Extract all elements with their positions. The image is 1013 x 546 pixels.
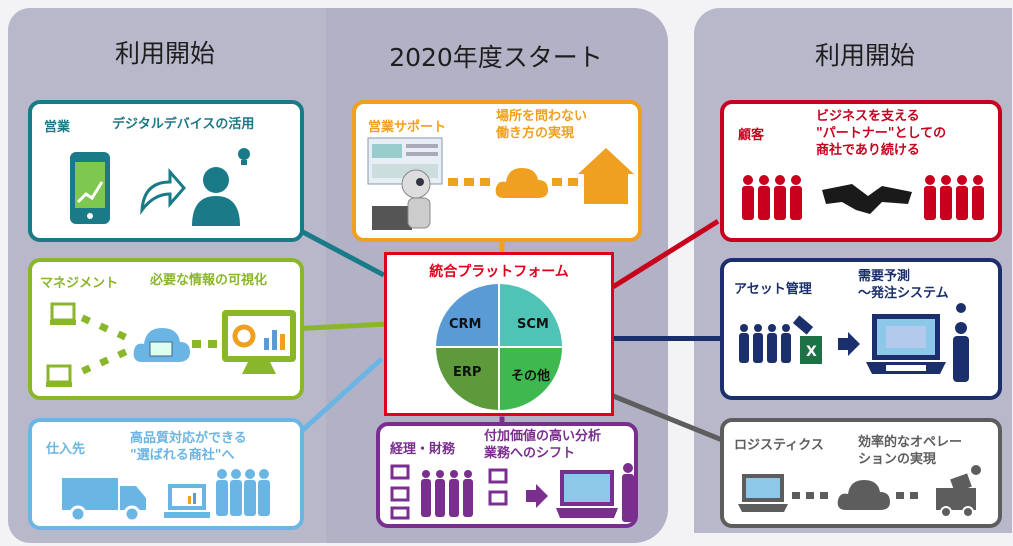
dotted-line-2 (552, 178, 578, 186)
card-asset-desc: 需要予測 〜発注システム (858, 269, 949, 301)
card-management-tag: マネジメント (40, 276, 119, 291)
card-customer-tag: 顧客 (738, 128, 765, 143)
laptop-icon-gray (738, 474, 788, 512)
quadrant-erp (436, 347, 499, 410)
card-asset-tag: アセット管理 (734, 282, 812, 297)
people-group-icon-2 (924, 175, 984, 220)
people-group-icon (742, 175, 802, 220)
people-group-icon-3 (216, 469, 270, 516)
card-management-desc: 必要な情報の可視化 (150, 273, 268, 288)
cloud-icon (495, 168, 548, 198)
quadrant-label-erp: ERP (453, 365, 482, 380)
quadrant-label-other: その他 (511, 369, 551, 384)
integrated-platform-box: 統合プラットフォーム CRM SCM ERP その他 (384, 252, 614, 416)
card-support-desc: 場所を問わない 働き方の実現 (496, 109, 588, 141)
card-sales-desc: デジタルデバイスの活用 (112, 117, 255, 132)
monitor-dashboard-icon (222, 310, 296, 374)
card-customer: 顧客 ビジネスを支える "パートナー"としての 商社であり続ける (720, 100, 1002, 242)
card-logistics-desc: 効率的なオペレー ションの実現 (858, 435, 963, 467)
quadrant-label-crm: CRM (449, 317, 482, 332)
quadrant-scm (499, 284, 562, 347)
right-header: 利用開始 (814, 41, 915, 70)
card-supplier-desc: 高品質対応ができる "選ばれる商社"へ (130, 431, 247, 463)
platform-pie (436, 284, 562, 410)
arrow-right-icon (526, 484, 548, 508)
arrow-right-icon (838, 332, 860, 356)
delivery-cart-icon (936, 465, 981, 518)
card-sales-support: 営業サポート 場所を問わない 働き方の実現 (352, 100, 642, 242)
connector-asset (612, 336, 722, 341)
dotted-line (448, 178, 490, 186)
quadrant-crm (436, 284, 499, 347)
card-customer-desc: ビジネスを支える "パートナー"としての 商社であり続ける (816, 109, 947, 158)
laptop-chart-icon (164, 484, 210, 518)
cloud-icon-gray (837, 480, 890, 510)
quadrant-label-scm: SCM (517, 317, 549, 332)
robot-laptop-icon (372, 169, 431, 230)
person-icon (622, 463, 634, 522)
handshake-icon (822, 184, 912, 214)
svg-text:X: X (806, 344, 817, 360)
card-sales-tag: 営業 (44, 120, 71, 135)
cloud-icon (133, 328, 190, 362)
people-excel-icon: X (739, 315, 822, 364)
laptops-people-icon (390, 464, 508, 520)
quadrant-other (499, 347, 562, 410)
card-sales: 営業 デジタルデバイスの活用 (28, 100, 304, 242)
dotted-line-gray-2 (896, 492, 918, 499)
card-logistics-tag: ロジスティクス (734, 438, 824, 453)
smartphone-icon (70, 152, 110, 224)
card-supplier-tag: 仕入先 (46, 442, 86, 457)
laptop-icon (50, 302, 76, 325)
dotted-line-gray (792, 492, 828, 499)
card-support-tag: 営業サポート (368, 120, 447, 135)
card-accounting: 経理・財務 付加価値の高い分析 業務へのシフト (376, 422, 638, 528)
truck-icon (62, 478, 146, 523)
card-asset: アセット管理 需要予測 〜発注システム X (720, 258, 1002, 400)
card-supplier: 仕入先 高品質対応ができる "選ばれる商社"へ (28, 418, 304, 530)
laptop-analysis-icon (556, 470, 618, 518)
card-management: マネジメント 必要な情報の可視化 (28, 258, 304, 400)
house-icon (578, 148, 634, 204)
dotted-lines (80, 314, 128, 375)
card-accounting-tag: 経理・財務 (390, 442, 456, 457)
user-idea-icon (192, 148, 250, 226)
card-logistics: ロジスティクス 効率的なオペレー ションの実現 (720, 418, 1002, 528)
dotted-line-3 (192, 340, 217, 348)
share-arrow-icon (140, 168, 186, 215)
center-header: 2020年度スタート (389, 43, 603, 72)
person-idea-icon (953, 303, 969, 382)
laptop-icon-2 (46, 364, 72, 387)
left-header: 利用開始 (114, 39, 215, 68)
platform-title: 統合プラットフォーム (429, 264, 569, 280)
card-accounting-desc: 付加価値の高い分析 業務へのシフト (484, 429, 602, 461)
laptop-screen-icon (866, 314, 946, 374)
